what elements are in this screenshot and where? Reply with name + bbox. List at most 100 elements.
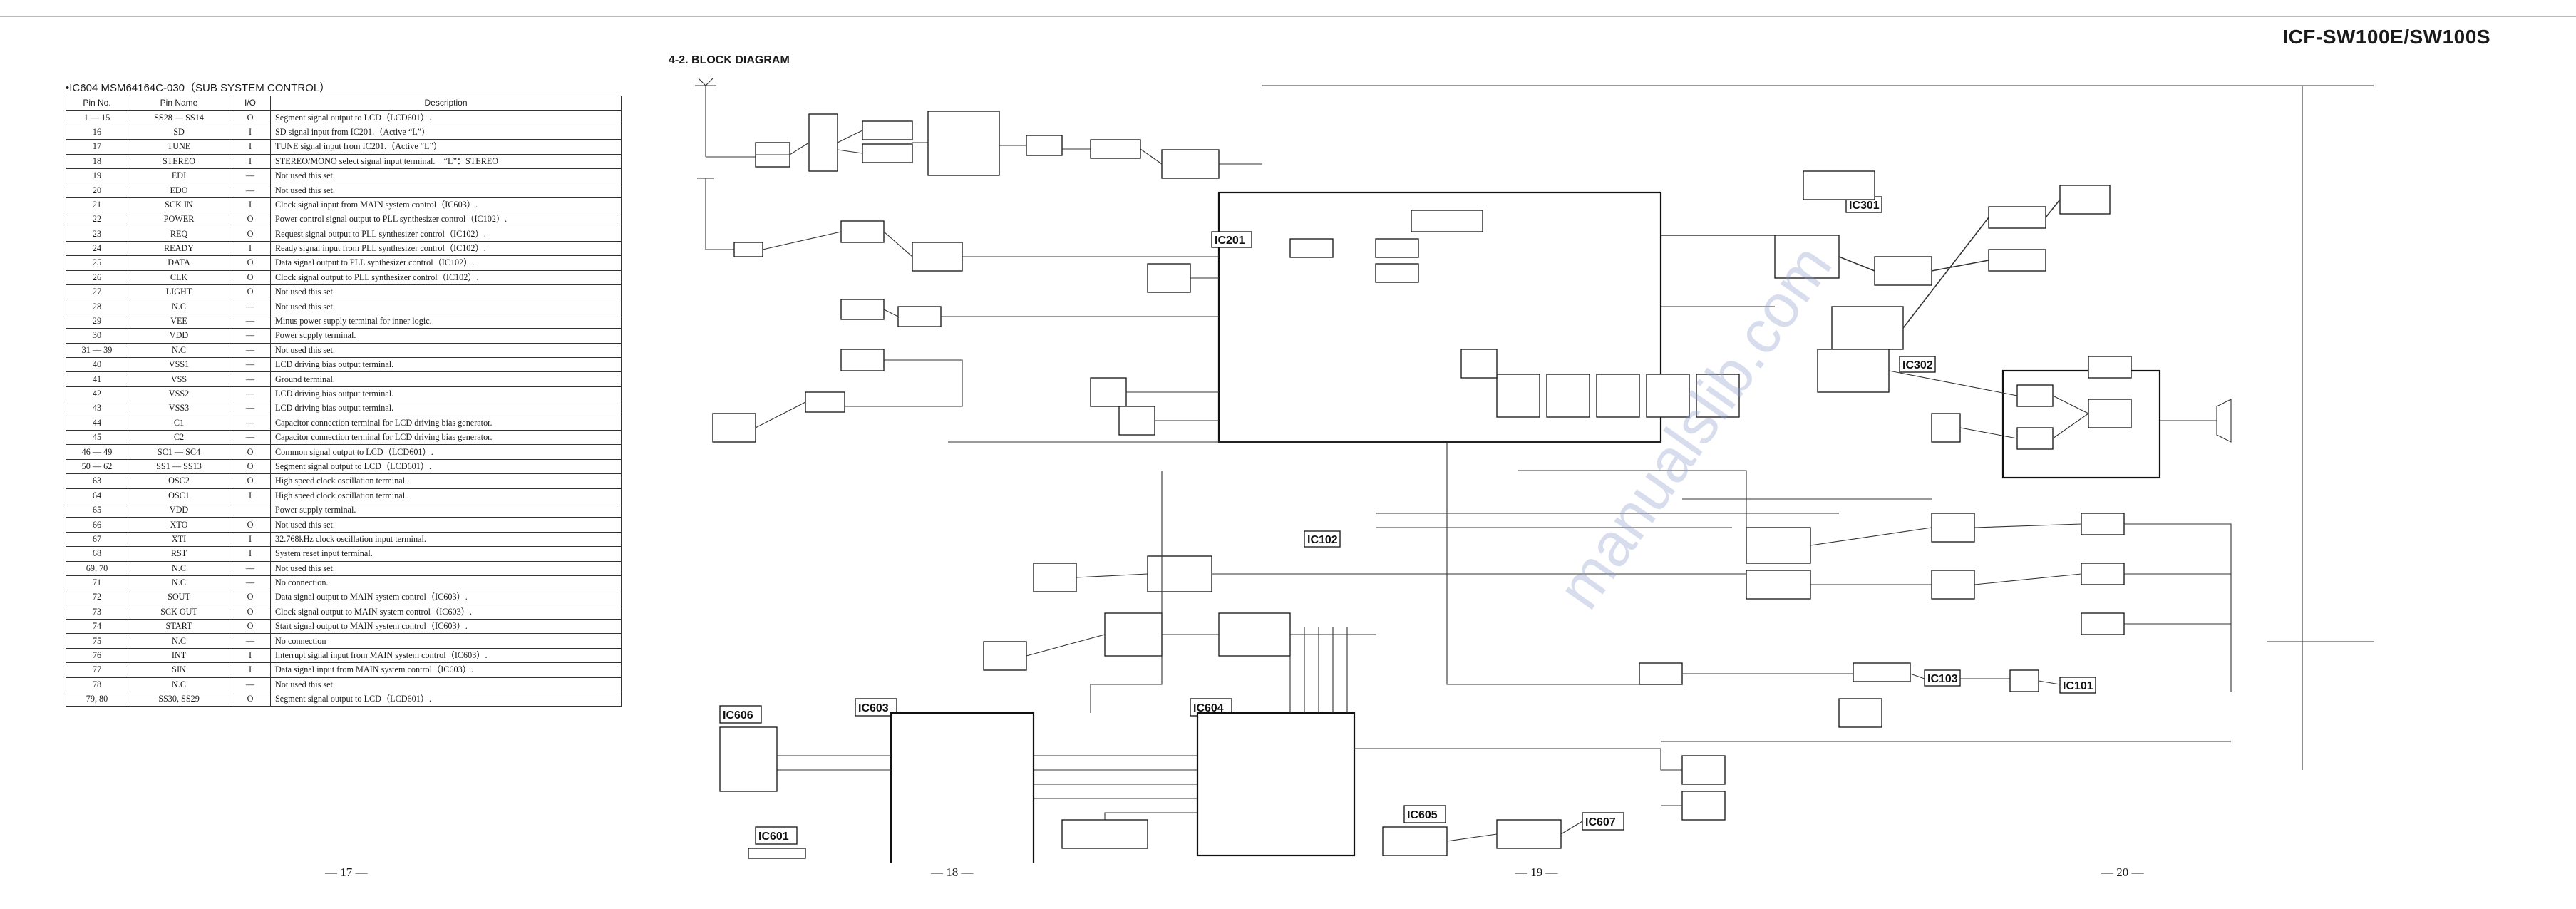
stereo-block [1546, 374, 1590, 418]
io-cell: — [230, 342, 271, 359]
io-cell: — [230, 386, 271, 402]
sd-block [1596, 374, 1640, 418]
pin-name-cell: N.C [128, 575, 230, 591]
line-out-jack [2059, 185, 2111, 215]
pin-name-cell: EDI [128, 168, 230, 184]
description-cell: Common signal output to LCD（LCD601）. [270, 444, 622, 460]
hp-amp-l [2016, 384, 2054, 407]
pin-name-cell: TUNE [128, 139, 230, 155]
switch-block-i [1838, 698, 1882, 728]
pin-name-cell: READY [128, 240, 230, 257]
switch-block-g [2081, 563, 2125, 585]
description-cell: Ready signal input from PLL synthesizer … [270, 240, 622, 257]
pin-no-cell: 63 [66, 473, 128, 489]
ic607-label: IC607 [1585, 816, 1616, 828]
ic302-region: IC302 [1888, 356, 2232, 479]
pin-name-cell: SS1 — SS13 [128, 458, 230, 475]
switch-block-b [805, 391, 845, 413]
ic302-tag [1899, 356, 1936, 373]
io-cell: — [230, 328, 271, 344]
tuning-block-a [862, 120, 913, 140]
pilot-osc-block [1803, 170, 1875, 200]
pin-no-cell: 22 [66, 212, 128, 227]
phase-det-block [1218, 612, 1291, 657]
led-driver-block [1681, 755, 1726, 785]
io-cell: I [230, 647, 271, 664]
description-cell: SD signal input from IC201.（Active “L”） [270, 124, 622, 140]
io-cell: — [230, 633, 271, 649]
header-pin-name: Pin Name [128, 95, 230, 111]
ic606-block [719, 726, 778, 792]
io-cell: — [230, 575, 271, 591]
if-amp-block [1161, 149, 1220, 179]
ic604-outline [1196, 712, 1356, 857]
pin-name-cell: C2 [128, 429, 230, 446]
pin-no-cell: 68 [66, 546, 128, 562]
io-cell: O [230, 590, 271, 605]
io-cell: I [230, 662, 271, 678]
volume-block [1931, 413, 1961, 443]
deemph-block [1817, 349, 1890, 393]
power-section: IC103 IC101 [1639, 513, 2232, 742]
pin-no-cell: 73 [66, 604, 128, 620]
pin-no-cell: 46 — 49 [66, 444, 128, 460]
pin-no-cell: 64 [66, 488, 128, 503]
io-cell: O [230, 226, 271, 242]
pin-no-cell: 45 [66, 429, 128, 446]
io-cell: — [230, 401, 271, 416]
io-cell: I [230, 124, 271, 140]
pin-no-cell: 30 [66, 328, 128, 344]
pin-no-cell: 66 [66, 517, 128, 533]
ic101-tag [2059, 677, 2096, 694]
pin-no-cell: 21 [66, 197, 128, 213]
pin-no-cell: 76 [66, 647, 128, 664]
description-cell: Not used this set. [270, 560, 622, 576]
lcd601-block [1061, 819, 1148, 849]
filter-switch-block [983, 641, 1027, 671]
ic604-label: IC604 [1193, 702, 1224, 714]
header-pin-no: Pin No. [66, 95, 128, 111]
pin-no-cell: 20 [66, 183, 128, 198]
power-on-mute [1853, 662, 1911, 682]
io-cell: O [230, 517, 271, 533]
io-cell: O [230, 619, 271, 635]
description-cell: Not used this set. [270, 168, 622, 184]
description-cell: Data signal input from MAIN system contr… [270, 662, 622, 678]
io-cell: O [230, 255, 271, 271]
vco-block [1118, 406, 1155, 436]
pin-name-cell: REQ [128, 226, 230, 242]
pin-name-cell: OSC1 [128, 488, 230, 503]
pin-no-cell: 44 [66, 415, 128, 431]
mpx-block [1831, 306, 1904, 350]
stereo-det-block [1774, 235, 1840, 279]
muting-block [1496, 374, 1540, 418]
prescaler-block [1147, 555, 1212, 592]
description-cell: Segment signal output to LCD（LCD601）. [270, 692, 622, 707]
pin-name-cell: DATA [128, 255, 230, 271]
ic603-label: IC603 [858, 702, 889, 714]
header-description: Description [270, 95, 622, 111]
io-cell: — [230, 183, 271, 198]
pin-name-cell: LIGHT [128, 284, 230, 300]
description-cell: Not used this set. [270, 677, 622, 693]
page-number-19: — 19 — [1515, 866, 1558, 879]
pin-no-cell: 26 [66, 269, 128, 286]
description-cell: LCD driving bias output terminal. [270, 401, 622, 416]
pin-no-cell: 29 [66, 313, 128, 329]
description-cell: Segment signal output to LCD（LCD601）. [270, 458, 622, 475]
description-cell: No connection [270, 633, 622, 649]
